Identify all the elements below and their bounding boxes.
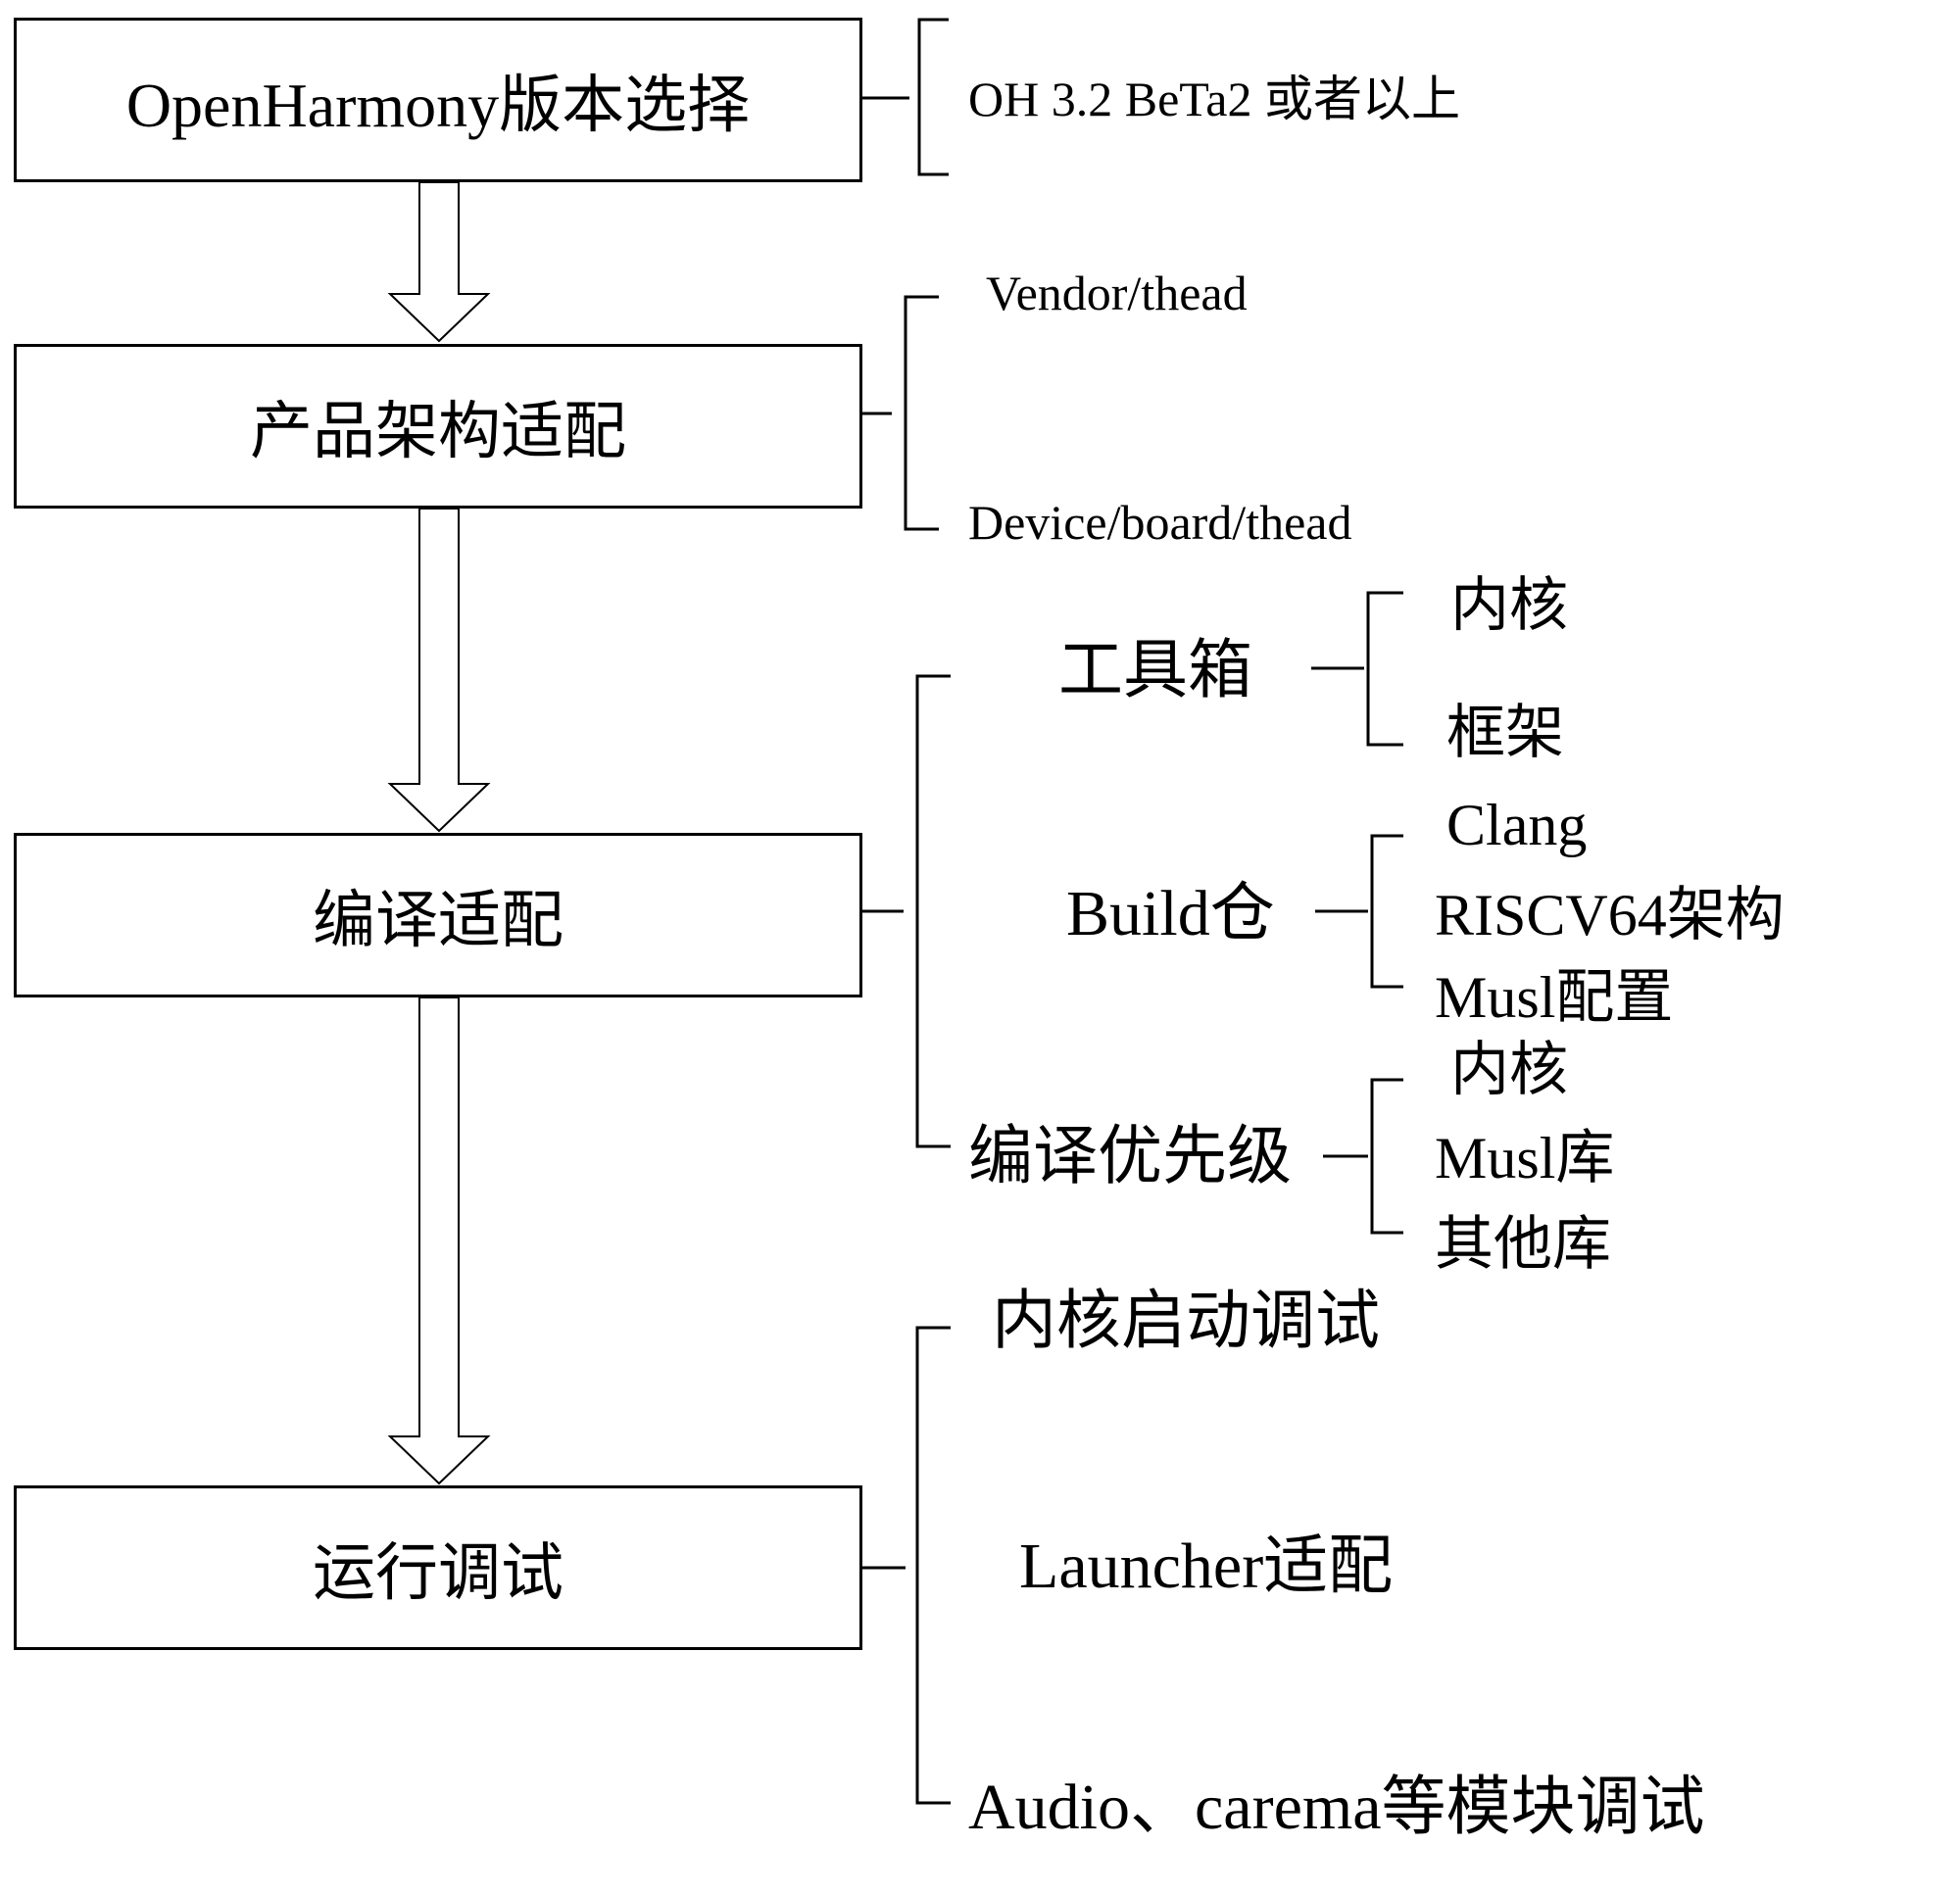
arrow-step1-to-step2 xyxy=(387,181,491,343)
arrow-step3-to-step4 xyxy=(387,996,491,1485)
version-detail: OH 3.2 BeTa2 或者以上 xyxy=(968,72,1461,126)
toolbox-item-kernel: 内核 xyxy=(1450,573,1568,638)
bracket-build xyxy=(1315,834,1403,989)
bracket-priority xyxy=(1323,1078,1403,1235)
step-product-arch-label: 产品架构适配 xyxy=(250,397,626,466)
step-build-adapt-label: 编译适配 xyxy=(313,886,564,955)
debug-kernel-boot: 内核启动调试 xyxy=(992,1286,1380,1357)
step-build-adapt: 编译适配 xyxy=(14,833,862,997)
group-build-repo: Build仓 xyxy=(1066,878,1275,949)
device-path: Device/board/thead xyxy=(968,495,1352,550)
bracket-step1 xyxy=(860,18,949,176)
priority-item-musl-lib: Musl库 xyxy=(1435,1126,1615,1190)
build-item-clang: Clang xyxy=(1446,793,1588,857)
debug-audio-camera: Audio、carema等模块调试 xyxy=(968,1772,1705,1843)
group-toolbox: 工具箱 xyxy=(1058,635,1252,706)
bracket-step3 xyxy=(860,674,951,1148)
arrow-step2-to-step3 xyxy=(387,508,491,833)
build-item-riscv64: RISCV64架构 xyxy=(1435,883,1785,948)
priority-item-other-libs: 其他库 xyxy=(1435,1212,1611,1277)
step-run-debug-label: 运行调试 xyxy=(313,1538,564,1608)
bracket-step4 xyxy=(860,1326,951,1805)
step-version-select-label: OpenHarmony版本选择 xyxy=(125,71,751,140)
vendor-path: Vendor/thead xyxy=(986,266,1248,320)
step-run-debug: 运行调试 xyxy=(14,1485,862,1650)
toolbox-item-framework: 框架 xyxy=(1446,701,1564,765)
debug-launcher: Launcher适配 xyxy=(1019,1531,1394,1602)
bracket-toolbox xyxy=(1311,591,1403,747)
step-version-select: OpenHarmony版本选择 xyxy=(14,18,862,182)
build-item-musl-config: Musl配置 xyxy=(1435,965,1674,1030)
group-build-priority: 编译优先级 xyxy=(968,1121,1292,1192)
priority-item-kernel: 内核 xyxy=(1450,1038,1568,1102)
step-product-arch: 产品架构适配 xyxy=(14,344,862,509)
